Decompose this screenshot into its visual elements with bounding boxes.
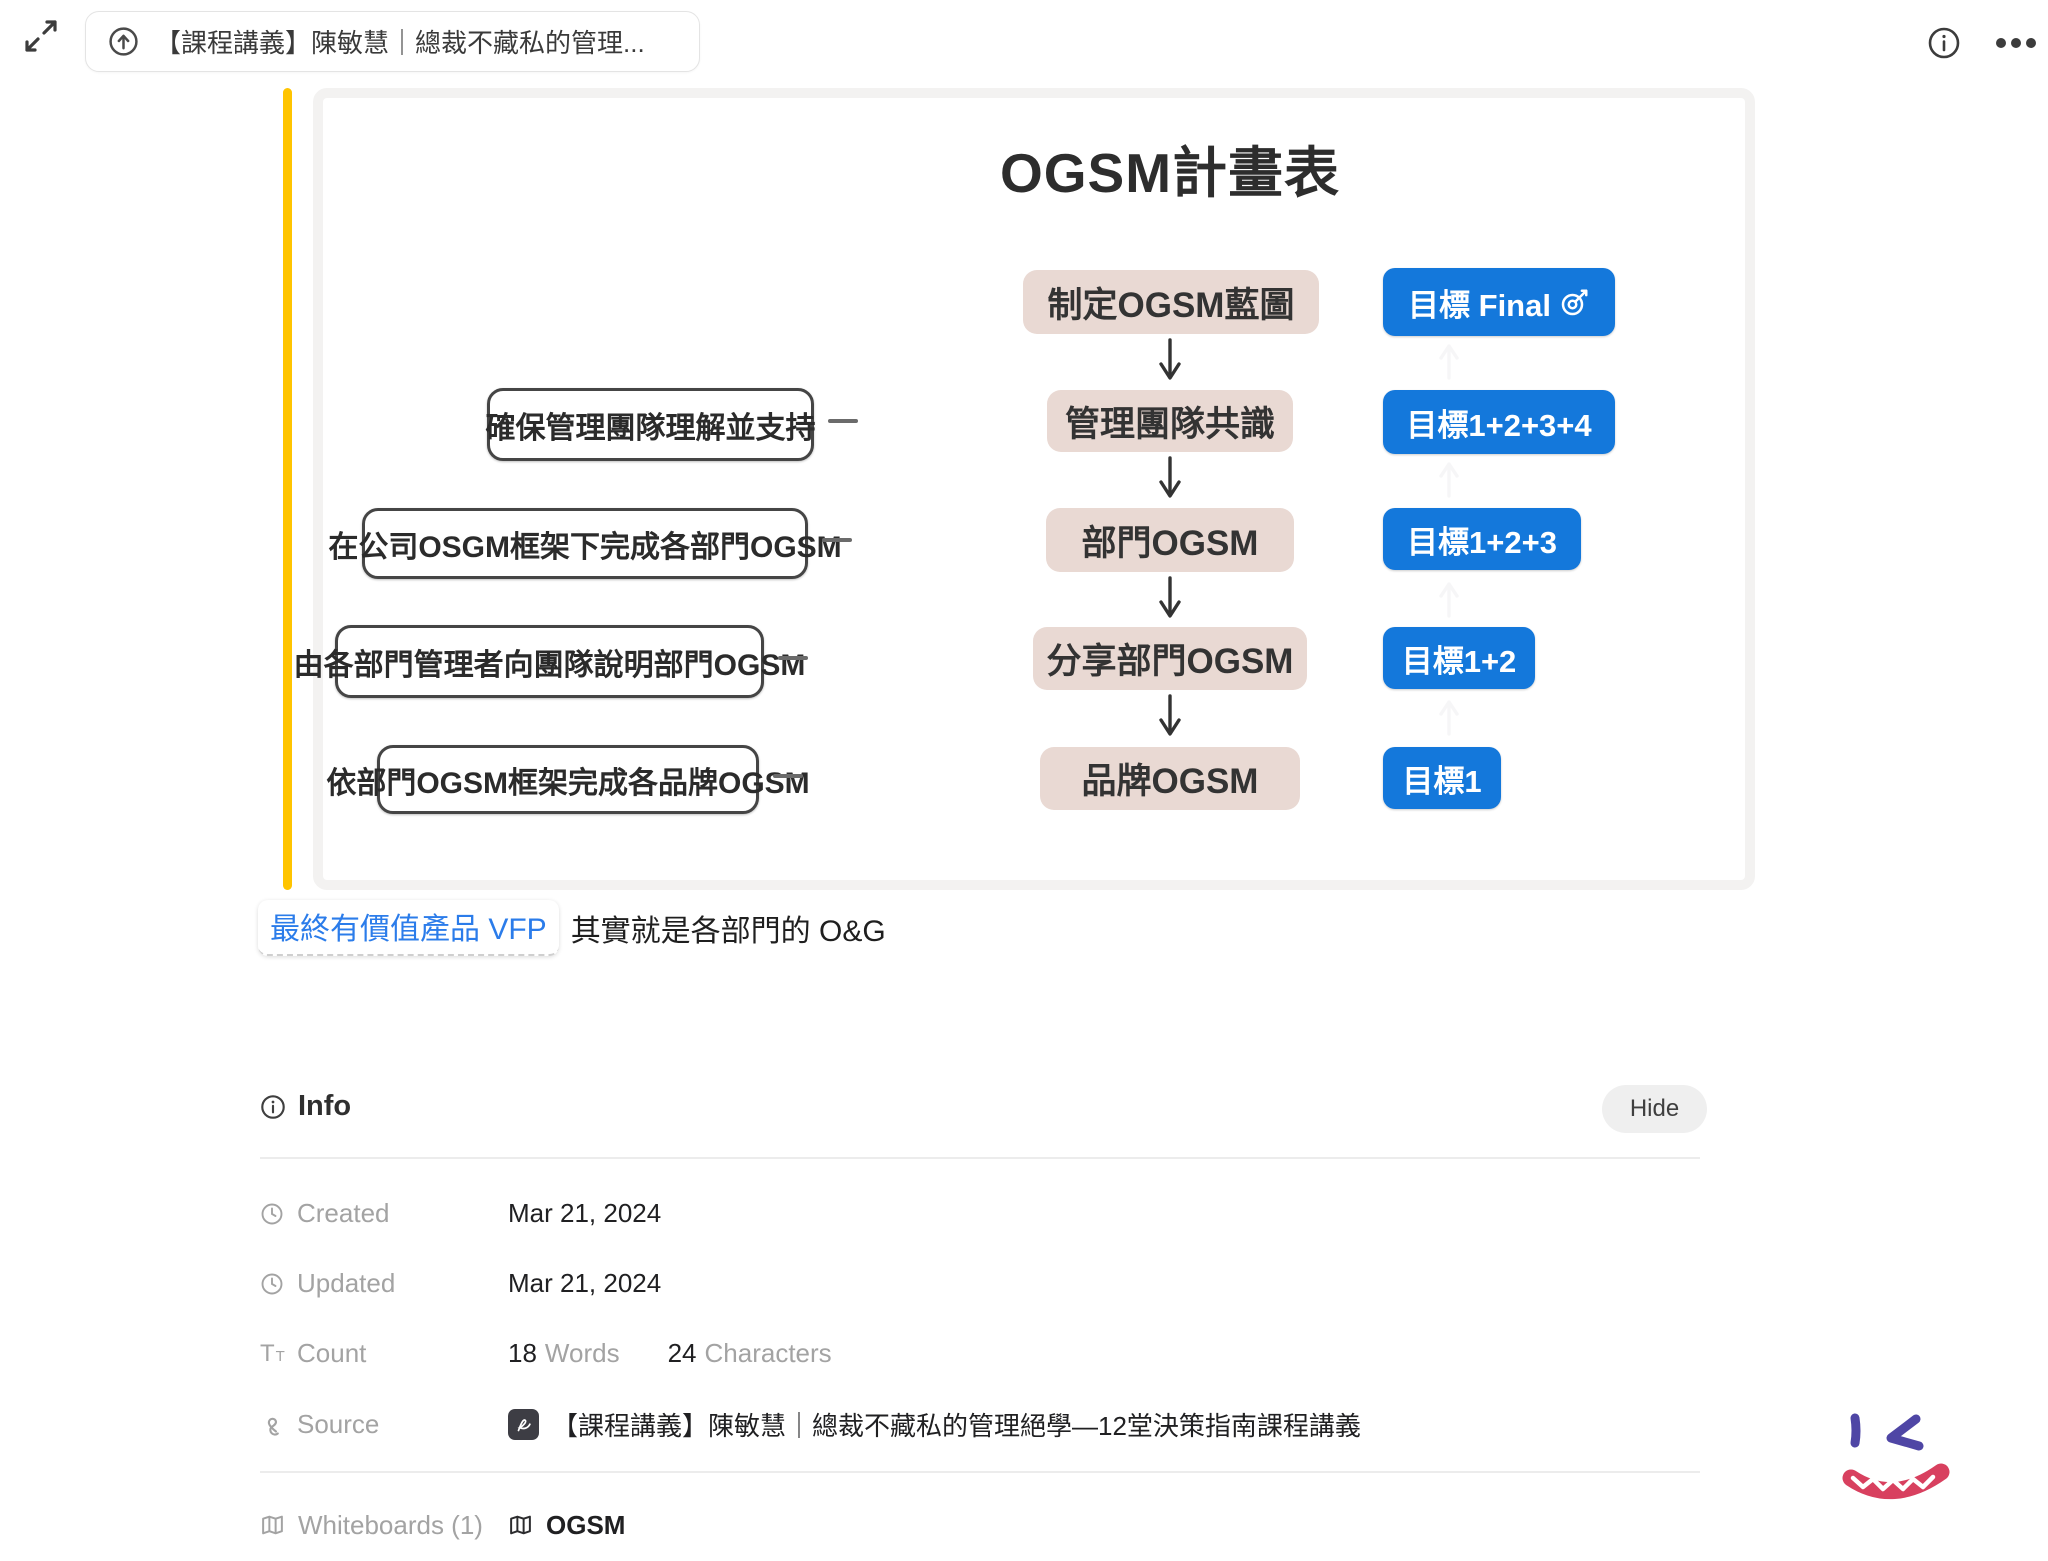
down-arrow (1159, 694, 1181, 736)
connector-dash (828, 419, 858, 423)
connector-dash (773, 774, 803, 778)
words-unit: Words (544, 1338, 620, 1368)
info-icon (1927, 26, 1961, 63)
card-icon (108, 26, 139, 57)
faint-up-arrow (1439, 700, 1459, 736)
divider (260, 1471, 1700, 1473)
info-button[interactable] (1922, 22, 1966, 66)
expand-icon (21, 16, 61, 59)
paragraph: 最終有價值產品 VFP 其實就是各部門的 O&G (258, 900, 886, 956)
more-button[interactable] (1990, 22, 2042, 66)
whiteboard-map-icon-dark (508, 1513, 533, 1538)
divider (260, 1157, 1700, 1159)
vfp-card-link[interactable]: 最終有價值產品 VFP (258, 900, 559, 956)
ogsm-diagram-image[interactable]: OGSM計畫表 制定OGSM藍圖 目標 Final 確保管理團隊理解並支持 管理… (294, 88, 1755, 890)
flow-note-3: 在公司OSGM框架下完成各部門OGSM (328, 508, 842, 579)
pdf-icon (508, 1409, 539, 1440)
info-row-whiteboards: Whiteboards (1) OGSM (260, 1510, 625, 1541)
goal-badge-5: 目標1 (1383, 747, 1501, 809)
clock-icon (260, 1202, 284, 1226)
chars-unit: Characters (704, 1338, 832, 1368)
target-icon (1560, 287, 1590, 317)
document-tab[interactable]: 【課程講義】陳敏慧｜總裁不藏私的管理... (85, 11, 700, 72)
whiteboard-name: OGSM (546, 1510, 626, 1540)
hide-button[interactable]: Hide (1602, 1085, 1707, 1133)
expand-button[interactable] (18, 14, 64, 60)
faint-up-arrow (1439, 344, 1459, 380)
source-value[interactable]: 【課程講義】陳敏慧｜總裁不藏私的管理絕學—12堂決策指南課程講義 (508, 1406, 1361, 1443)
connector-dash (778, 656, 808, 660)
down-arrow (1159, 576, 1181, 618)
flow-step-1: 制定OGSM藍圖 (1023, 270, 1319, 334)
flow-note-4: 由各部門管理者向團隊說明部門OGSM (294, 625, 805, 698)
document-tab-title: 【課程講義】陳敏慧｜總裁不藏私的管理... (155, 28, 645, 58)
faint-up-arrow (1439, 582, 1459, 618)
count-label: Count (297, 1338, 367, 1368)
chars-count: 24 (667, 1338, 697, 1368)
clock-icon (260, 1272, 284, 1296)
words-count: 18 (508, 1338, 537, 1368)
goal-badge-4: 目標1+2 (1383, 627, 1535, 689)
flow-note-5: 依部門OGSM框架完成各品牌OGSM (326, 745, 810, 814)
whiteboards-label: Whiteboards (1) (298, 1510, 483, 1540)
down-arrow (1159, 456, 1181, 498)
info-circle-icon (260, 1094, 286, 1120)
info-row-updated: Updated Mar 21, 2024 (260, 1268, 661, 1299)
connector-dash (822, 538, 852, 542)
info-row-created: Created Mar 21, 2024 (260, 1198, 661, 1229)
source-title: 【課程講義】陳敏慧｜總裁不藏私的管理絕學—12堂決策指南課程講義 (552, 1411, 1361, 1441)
goal-badge-2: 目標1+2+3+4 (1383, 390, 1615, 454)
faint-up-arrow (1439, 462, 1459, 498)
blockquote-bar (283, 88, 292, 890)
flow-note-2: 確保管理團隊理解並支持 (486, 388, 816, 461)
info-row-source: Source 【課程講義】陳敏慧｜總裁不藏私的管理絕學—12堂決策指南課程講義 (260, 1406, 1361, 1443)
whiteboard-map-icon (260, 1513, 285, 1538)
flow-step-3: 部門OGSM (1046, 508, 1294, 572)
diagram-title: OGSM計畫表 (999, 142, 1341, 204)
created-label: Created (297, 1198, 390, 1228)
flow-step-4: 分享部門OGSM (1033, 627, 1307, 690)
updated-value: Mar 21, 2024 (508, 1268, 662, 1298)
whiteboard-chip[interactable]: OGSM (508, 1510, 625, 1541)
flow-step-5: 品牌OGSM (1040, 747, 1300, 810)
created-value: Mar 21, 2024 (508, 1198, 662, 1228)
more-icon (1994, 36, 2038, 53)
flow-step-2: 管理團隊共識 (1047, 390, 1293, 452)
hand-drawn-face-doodle (1842, 1413, 1950, 1500)
text-count-icon: TT (260, 1339, 286, 1367)
goal-badge-3: 目標1+2+3 (1383, 508, 1581, 570)
info-section-heading: Info (260, 1090, 351, 1123)
source-icon (260, 1413, 284, 1437)
goal-badge-1: 目標 Final (1383, 268, 1615, 336)
info-heading-label: Info (298, 1090, 352, 1122)
down-arrow (1159, 338, 1181, 380)
updated-label: Updated (297, 1268, 396, 1298)
paragraph-text: 其實就是各部門的 O&G (570, 915, 886, 948)
source-label: Source (297, 1409, 380, 1439)
